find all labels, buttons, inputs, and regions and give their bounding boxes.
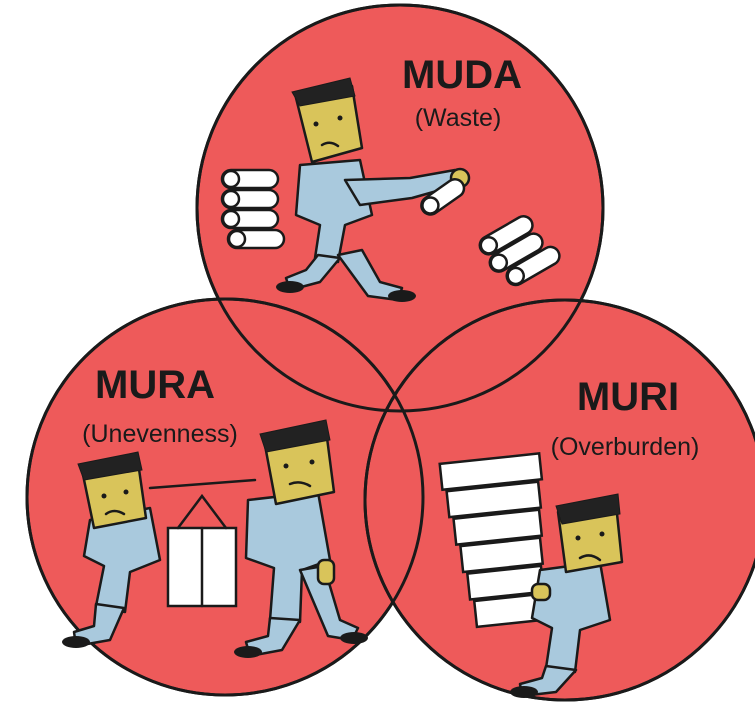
mura-title: MURA bbox=[95, 363, 215, 407]
venn-circles bbox=[25, 3, 755, 702]
mura-workers-illustration bbox=[62, 419, 368, 658]
mura-subtitle: (Unevenness) bbox=[82, 420, 238, 448]
muri-subtitle: (Overburden) bbox=[551, 433, 700, 461]
roll-stack-icon bbox=[220, 168, 286, 250]
mura-circle-outline bbox=[25, 297, 425, 697]
floor-rolls-icon bbox=[478, 215, 561, 287]
tossed-roll-icon bbox=[420, 178, 466, 216]
muda-circle-outline bbox=[195, 3, 605, 413]
muda-subtitle: (Waste) bbox=[415, 104, 502, 132]
overloaded-stack-icon bbox=[438, 452, 546, 629]
muri-worker-illustration bbox=[438, 452, 624, 698]
muda-worker-illustration bbox=[220, 77, 561, 302]
muri-title: MURI bbox=[577, 375, 679, 419]
muri-circle-outline bbox=[363, 298, 755, 702]
muda-title: MUDA bbox=[402, 53, 522, 97]
